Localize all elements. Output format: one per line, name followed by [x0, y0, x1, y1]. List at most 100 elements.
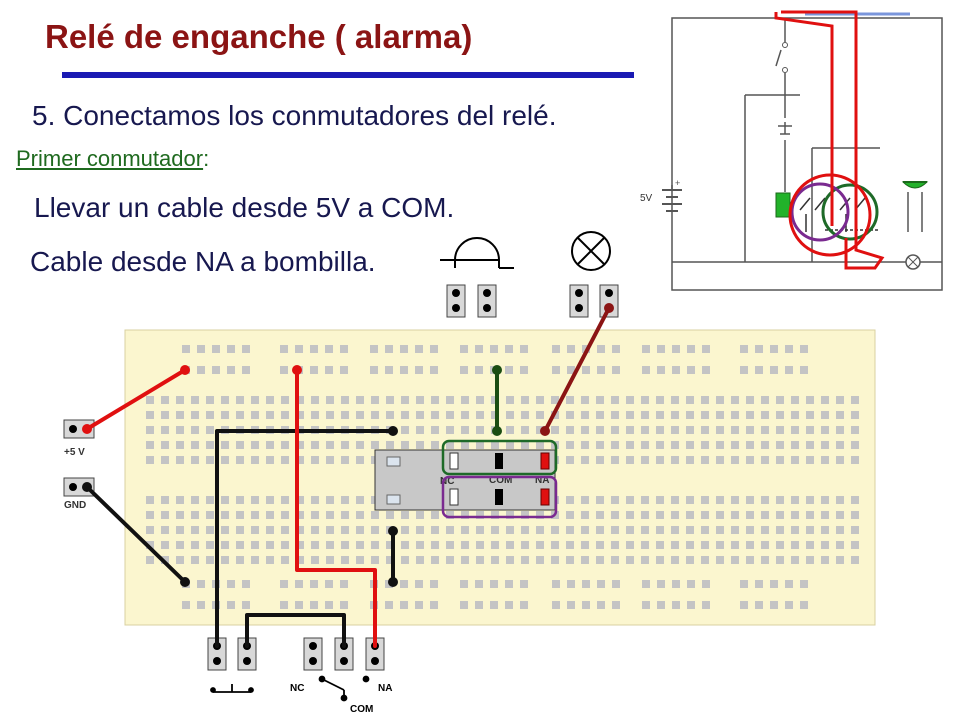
breadboard-hole	[755, 366, 763, 374]
breadboard-hole	[716, 511, 724, 519]
breadboard-hole	[740, 345, 748, 353]
breadboard-hole	[296, 526, 304, 534]
circuit-schematic: + 5V	[640, 10, 943, 291]
breadboard-hole	[176, 496, 184, 504]
breadboard-hole	[461, 426, 469, 434]
breadboard-hole	[626, 556, 634, 564]
breadboard-hole	[785, 580, 793, 588]
breadboard-hole	[611, 511, 619, 519]
breadboard-hole	[221, 411, 229, 419]
breadboard-hole	[686, 396, 694, 404]
breadboard-hole	[386, 541, 394, 549]
breadboard-hole	[656, 441, 664, 449]
breadboard-hole	[731, 556, 739, 564]
slide-title: Relé de enganche ( alarma)	[45, 18, 473, 55]
breadboard-hole	[687, 601, 695, 609]
breadboard-hole	[702, 601, 710, 609]
breadboard-hole	[626, 511, 634, 519]
breadboard-hole	[791, 441, 799, 449]
breadboard-hole	[227, 366, 235, 374]
breadboard-hole	[236, 441, 244, 449]
breadboard-hole	[401, 411, 409, 419]
breadboard-hole	[280, 345, 288, 353]
breadboard-hole	[221, 496, 229, 504]
breadboard-hole	[800, 345, 808, 353]
breadboard-hole	[746, 396, 754, 404]
breadboard-hole	[836, 456, 844, 464]
breadboard-hole	[567, 366, 575, 374]
breadboard-hole	[227, 580, 235, 588]
breadboard-hole	[581, 426, 589, 434]
breadboard-hole	[236, 526, 244, 534]
wire-power-red	[85, 368, 187, 431]
breadboard-hole	[461, 541, 469, 549]
breadboard-hole	[197, 601, 205, 609]
breadboard-hole	[671, 396, 679, 404]
breadboard-hole	[146, 396, 154, 404]
lamp-icon	[571, 231, 611, 271]
breadboard-hole	[206, 456, 214, 464]
breadboard-hole	[311, 541, 319, 549]
breadboard-hole	[821, 511, 829, 519]
breadboard-hole	[746, 511, 754, 519]
relay-switch-2-highlight	[821, 183, 879, 241]
breadboard-hole	[746, 496, 754, 504]
breadboard-hole	[416, 541, 424, 549]
breadboard-hole	[641, 496, 649, 504]
relay-pin-nc-1	[449, 452, 459, 470]
breadboard-hole	[461, 511, 469, 519]
breadboard-hole	[310, 345, 318, 353]
breadboard-hole	[731, 541, 739, 549]
breadboard-hole	[536, 411, 544, 419]
breadboard-hole	[280, 366, 288, 374]
breadboard-hole	[521, 541, 529, 549]
breadboard-hole	[686, 556, 694, 564]
pushbutton-connector-1	[207, 637, 227, 671]
breadboard-hole	[746, 526, 754, 534]
breadboard-hole	[281, 556, 289, 564]
breadboard-hole	[341, 496, 349, 504]
breadboard-hole	[400, 580, 408, 588]
breadboard-hole	[740, 580, 748, 588]
breadboard-hole	[567, 580, 575, 588]
breadboard-hole	[340, 601, 348, 609]
breadboard-hole	[701, 441, 709, 449]
ground-label: GND	[64, 500, 86, 511]
breadboard-hole	[326, 556, 334, 564]
breadboard-hole	[746, 426, 754, 434]
breadboard-hole	[206, 541, 214, 549]
breadboard-hole	[716, 441, 724, 449]
breadboard-hole	[746, 441, 754, 449]
wire-switch-na-red	[295, 368, 377, 648]
breadboard-hole	[701, 511, 709, 519]
breadboard-hole	[296, 511, 304, 519]
breadboard-hole	[672, 345, 680, 353]
breadboard-hole	[311, 511, 319, 519]
breadboard-hole	[371, 541, 379, 549]
breadboard-hole	[416, 426, 424, 434]
breadboard-hole	[656, 556, 664, 564]
breadboard-hole	[521, 556, 529, 564]
breadboard-hole	[415, 345, 423, 353]
breadboard-hole	[341, 456, 349, 464]
breadboard-hole	[581, 526, 589, 534]
breadboard-hole	[851, 441, 859, 449]
breadboard-hole	[671, 411, 679, 419]
breadboard-hole	[296, 556, 304, 564]
switch-connector-nc	[303, 637, 323, 671]
breadboard-hole	[212, 345, 220, 353]
breadboard-hole	[461, 396, 469, 404]
power-label: +5 V	[64, 447, 85, 458]
breadboard-hole	[281, 496, 289, 504]
breadboard-hole	[325, 601, 333, 609]
breadboard-hole	[806, 411, 814, 419]
relay-pin-nc-2	[449, 488, 459, 506]
breadboard-hole	[206, 511, 214, 519]
breadboard-hole	[401, 441, 409, 449]
breadboard-hole	[686, 441, 694, 449]
breadboard-hole	[266, 556, 274, 564]
breadboard-hole	[401, 526, 409, 534]
breadboard-hole	[161, 396, 169, 404]
breadboard-hole	[686, 426, 694, 434]
breadboard-hole	[251, 456, 259, 464]
